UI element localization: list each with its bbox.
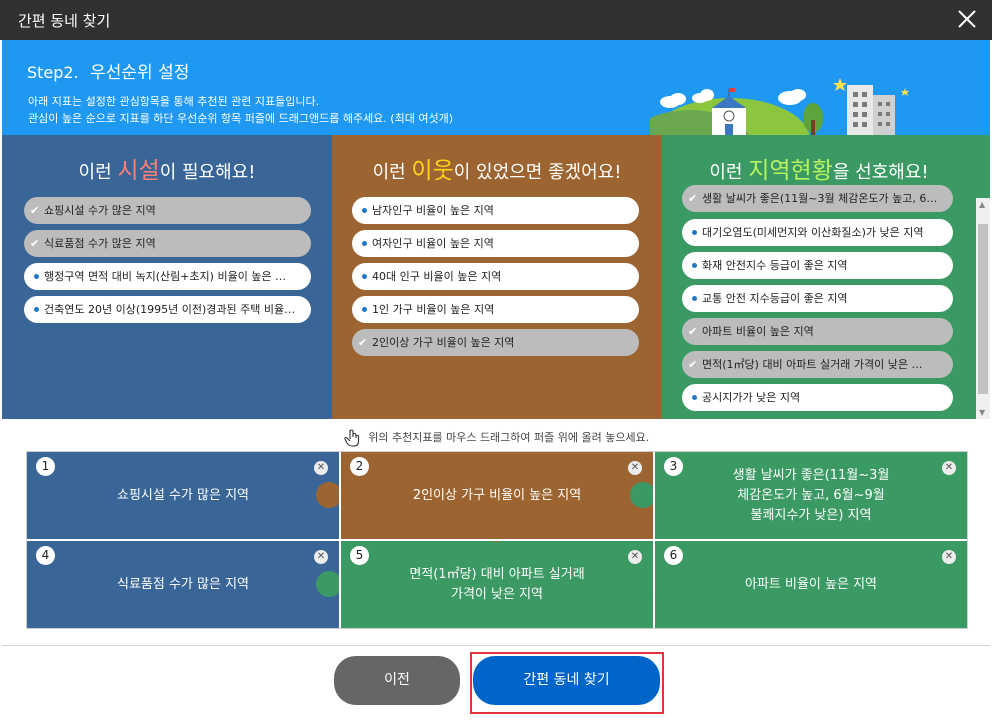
indicator-chip[interactable]: 여자인구 비율이 높은 지역 bbox=[352, 230, 639, 257]
remove-icon[interactable]: ✕ bbox=[942, 550, 956, 564]
town-illustration bbox=[650, 78, 909, 135]
slot-number: 4 bbox=[36, 546, 55, 565]
neighbor-highlight: 이웃 bbox=[411, 158, 454, 184]
indicator-chip[interactable]: 면적(1㎡당) 대비 아파트 실거래 가격이 낮은 … bbox=[682, 351, 953, 378]
indicator-chip[interactable]: 공시지가가 낮은 지역 bbox=[682, 384, 953, 411]
title-bar: 간편 동네 찾기 bbox=[0, 0, 992, 40]
slot-text: 쇼핑시설 수가 많은 지역 bbox=[117, 487, 249, 503]
puzzle-slot-6[interactable]: 6 아파트 비율이 높은 지역 ✕ bbox=[654, 540, 968, 629]
region-panel: 이런 지역현황을 선호해요! 생활 날씨가 좋은(11월~3월 체감온도가 높고… bbox=[662, 135, 990, 419]
neighbor-panel-title: 이런 이웃이 있었으면 좋겠어요! bbox=[372, 158, 622, 184]
slot-number: 2 bbox=[350, 457, 369, 476]
neighbor-panel: 이런 이웃이 있었으면 좋겠어요! 남자인구 비율이 높은 지역 여자인구 비율… bbox=[332, 135, 662, 419]
focus-highlight bbox=[470, 652, 664, 714]
slot-text: 아파트 비율이 높은 지역 bbox=[745, 576, 877, 592]
region-highlight: 지역현황 bbox=[748, 158, 833, 184]
puzzle-background bbox=[26, 451, 968, 629]
step-number: Step2. bbox=[27, 63, 79, 82]
region-panel-title: 이런 지역현황을 선호해요! bbox=[709, 158, 929, 184]
slot-text: 2인이상 가구 비율이 높은 지역 bbox=[412, 487, 582, 503]
puzzle-slot-2[interactable]: 2 2인이상 가구 비율이 높은 지역 ✕ bbox=[340, 451, 654, 540]
indicator-chip[interactable]: 남자인구 비율이 높은 지역 bbox=[352, 197, 639, 224]
indicator-chip[interactable]: 행정구역 면적 대비 녹지(산림+초지) 비율이 높은 … bbox=[24, 263, 311, 290]
step-heading: Step2. 우선순위 설정 bbox=[27, 58, 189, 83]
facility-panel: 이런 시설이 필요해요! 쇼핑시설 수가 많은 지역 식료품점 수가 많은 지역… bbox=[2, 135, 332, 419]
facility-panel-title: 이런 시설이 필요해요! bbox=[78, 158, 256, 184]
footer-divider bbox=[2, 645, 990, 646]
slot-number: 6 bbox=[664, 546, 683, 565]
window-title: 간편 동네 찾기 bbox=[18, 12, 111, 30]
puzzle-slot-5[interactable]: 5 면적(1㎡당) 대비 아파트 실거래 가격이 낮은 지역 ✕ bbox=[340, 540, 654, 629]
slot-text: 생활 날씨가 좋은(11월~3월 체감온도가 높고, 6월~9월 불쾌지수가 낮… bbox=[732, 467, 890, 523]
indicator-chip[interactable]: 화재 안전지수 등급이 좋은 지역 bbox=[682, 252, 953, 279]
puzzle-slot-1[interactable]: 1 쇼핑시설 수가 많은 지역 ✕ bbox=[26, 451, 340, 540]
puzzle-slot-4[interactable]: 4 식료품점 수가 많은 지역 ✕ bbox=[26, 540, 340, 629]
remove-icon[interactable]: ✕ bbox=[314, 550, 328, 564]
indicator-chip[interactable]: 건축연도 20년 이상(1995년 이전)경과된 주택 비율… bbox=[24, 296, 311, 323]
step-description-1: 아래 지표는 설정한 관심항목을 통해 추천된 관련 지표들입니다. bbox=[28, 95, 320, 108]
step-title: 우선순위 설정 bbox=[90, 63, 190, 83]
indicator-chip[interactable]: 아파트 비율이 높은 지역 bbox=[682, 318, 953, 345]
step-description-2: 관심이 높은 순으로 지표를 하단 우선순위 항목 퍼즐에 드래그앤드롭 해주세… bbox=[28, 112, 453, 125]
scroll-thumb[interactable] bbox=[978, 224, 988, 394]
indicator-chip[interactable]: 40대 인구 비율이 높은 지역 bbox=[352, 263, 639, 290]
remove-icon[interactable]: ✕ bbox=[628, 550, 642, 564]
scroll-up-icon[interactable]: ▲ bbox=[979, 200, 986, 209]
indicator-chip[interactable]: 1인 가구 비율이 높은 지역 bbox=[352, 296, 639, 323]
indicator-chip[interactable]: 2인이상 가구 비율이 높은 지역 bbox=[352, 329, 639, 356]
hand-cursor-icon bbox=[344, 429, 359, 447]
remove-icon[interactable]: ✕ bbox=[628, 461, 642, 475]
facility-highlight: 시설 bbox=[117, 158, 160, 184]
slot-number: 3 bbox=[664, 457, 683, 476]
indicator-chip[interactable]: 식료품점 수가 많은 지역 bbox=[24, 230, 311, 257]
slot-text: 면적(1㎡당) 대비 아파트 실거래 가격이 낮은 지역 bbox=[409, 566, 585, 602]
indicator-chip[interactable]: 대기오염도(미세먼지와 이산화질소)가 낮은 지역 bbox=[682, 219, 953, 246]
find-neighborhood-button[interactable]: 간편 동네 찾기 bbox=[473, 656, 660, 705]
scroll-down-icon[interactable]: ▼ bbox=[979, 408, 986, 417]
puzzle-slot-3[interactable]: 3 생활 날씨가 좋은(11월~3월 체감온도가 높고, 6월~9월 불쾌지수가… bbox=[654, 451, 968, 540]
priority-puzzle-board: 1 쇼핑시설 수가 많은 지역 ✕ 2 2인이상 가구 비율이 높은 지역 ✕ … bbox=[26, 451, 968, 629]
previous-button[interactable]: 이전 bbox=[334, 656, 460, 705]
step-header: Step2. 우선순위 설정 아래 지표는 설정한 관심항목을 통해 추천된 관… bbox=[2, 40, 990, 135]
indicator-chip[interactable]: 교통 안전 지수등급이 좋은 지역 bbox=[682, 285, 953, 312]
close-icon[interactable] bbox=[956, 8, 978, 30]
drag-hint-text: 위의 추천지표를 마우스 드래그하여 퍼즐 위에 올려 놓으세요. bbox=[368, 431, 650, 444]
remove-icon[interactable]: ✕ bbox=[314, 461, 328, 475]
slot-number: 1 bbox=[36, 457, 55, 476]
slot-number: 5 bbox=[350, 546, 369, 565]
indicator-chip[interactable]: 쇼핑시설 수가 많은 지역 bbox=[24, 197, 311, 224]
slot-text: 식료품점 수가 많은 지역 bbox=[117, 576, 249, 592]
drag-hint: 위의 추천지표를 마우스 드래그하여 퍼즐 위에 올려 놓으세요. bbox=[0, 428, 992, 448]
region-scrollbar[interactable]: ▲ ▼ bbox=[976, 198, 990, 419]
remove-icon[interactable]: ✕ bbox=[942, 461, 956, 475]
indicator-chip[interactable]: 생활 날씨가 좋은(11월~3월 체감온도가 높고, 6… bbox=[682, 185, 953, 212]
